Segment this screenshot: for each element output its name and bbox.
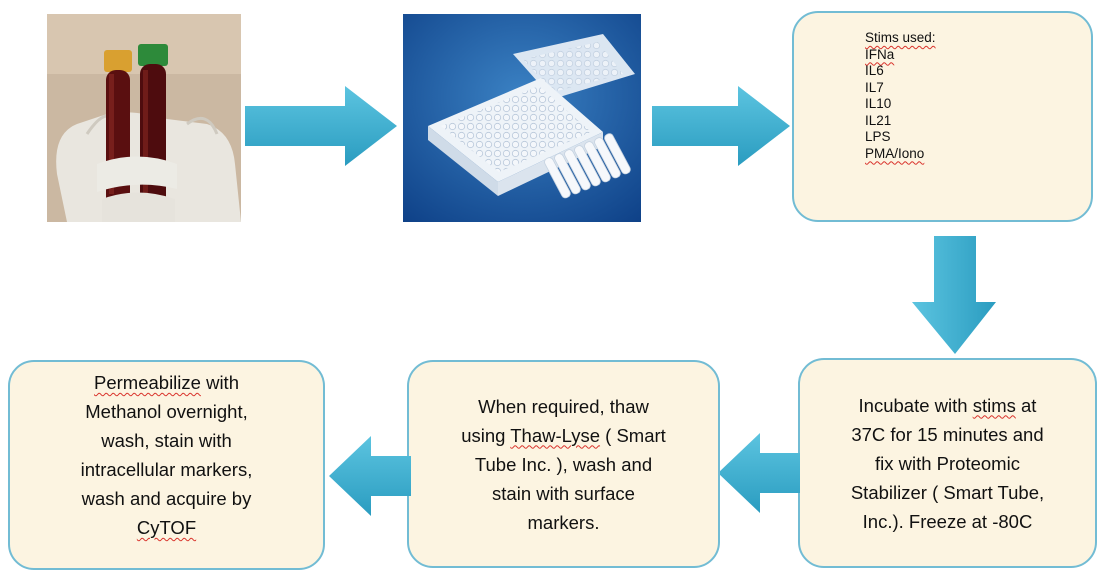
arrow-left-2 — [329, 436, 411, 516]
arrow-right-1 — [245, 86, 397, 166]
stims-heading: Stims used: — [865, 30, 936, 45]
incubate-line: fix with Proteomic — [875, 452, 1020, 474]
thaw-line: using Thaw-Lyse ( Smart — [461, 424, 666, 446]
incubate-line: Incubate with stims at — [858, 394, 1037, 416]
permeabilize-line: intracellular markers, — [80, 459, 253, 480]
permeabilize-line: CyTOF — [136, 517, 197, 538]
permeabilize-line: wash and acquire by — [81, 488, 252, 509]
thaw-line: When required, thaw — [478, 395, 649, 417]
thaw-step-box: When required, thaw using Thaw-Lyse ( Sm… — [407, 360, 720, 568]
permeabilize-line: wash, stain with — [101, 430, 232, 451]
stim-item: IFNa — [865, 46, 895, 62]
arrow-right-2 — [652, 86, 790, 166]
well-plate-photo — [403, 14, 641, 222]
permeabilize-line: Methanol overnight, — [85, 401, 248, 422]
permeabilize-line: Permeabilize with — [94, 372, 239, 393]
stim-item: LPS — [865, 129, 891, 144]
arrow-left-1 — [718, 433, 800, 513]
stim-item: IL10 — [865, 96, 892, 111]
thaw-line: markers. — [527, 511, 600, 533]
stims-used-box: Stims used: IFNa IL6 IL7 IL10 IL21 LPS P… — [792, 11, 1093, 222]
thaw-line: stain with surface — [492, 482, 635, 504]
stim-item: PMA/Iono — [865, 145, 925, 161]
incubate-line: 37C for 15 minutes and — [851, 423, 1044, 445]
permeabilize-step-box: Permeabilize with Methanol overnight, wa… — [8, 360, 325, 570]
arrow-down — [912, 236, 996, 354]
incubate-line: Stabilizer ( Smart Tube, — [850, 481, 1045, 503]
stim-item: IL6 — [865, 63, 884, 78]
stim-item: IL21 — [865, 112, 892, 128]
thaw-line: Tube Inc. ), wash and — [474, 453, 653, 475]
incubate-line: Inc.). Freeze at -80C — [862, 510, 1033, 532]
incubate-step-box: Incubate with stims at 37C for 15 minute… — [798, 358, 1097, 568]
blood-tubes-photo — [47, 14, 241, 222]
stim-item: IL7 — [865, 79, 884, 95]
